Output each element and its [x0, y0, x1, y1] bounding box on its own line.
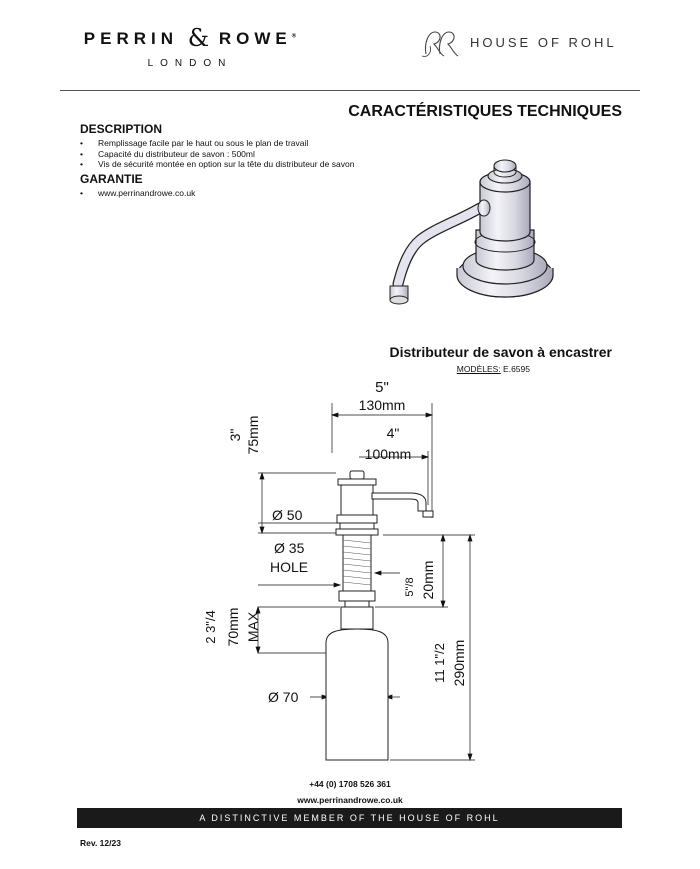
head-height-mm: 75mm [245, 416, 261, 455]
group-name: HOUSE OF ROHL [470, 35, 617, 50]
total-height-in: 11 1"/2 [432, 643, 447, 683]
brand-ampersand: & [187, 24, 210, 52]
list-item: Remplissage facile par le haut ou sous l… [80, 138, 420, 149]
models-label: MODÈLES: [456, 364, 501, 374]
collar-mm: 20mm [420, 561, 436, 600]
contact-phone: +44 (0) 1708 526 361 [309, 779, 391, 789]
collar-in: 5"/8 [404, 577, 416, 596]
head-diameter: Ø 50 [272, 507, 303, 523]
deck-max-mm: 70mm [225, 608, 241, 647]
head-height-in: 3" [227, 429, 243, 442]
description-title: DESCRIPTION [80, 122, 163, 136]
list-item: Vis de sécurité montée en option sur la … [80, 159, 420, 170]
brand-left: PERRIN [83, 29, 179, 48]
total-height-mm: 290mm [451, 640, 467, 687]
registered-mark: ® [291, 33, 297, 40]
models-line: MODÈLES: E.6595 [400, 364, 530, 374]
contact-website[interactable]: www.perrinandrowe.co.uk [297, 795, 403, 805]
header-divider [60, 90, 640, 91]
warranty-list: www.perrinandrowe.co.uk [80, 188, 420, 199]
deck-max-label: MAX [245, 611, 261, 642]
models-value: E.6595 [503, 364, 530, 374]
product-name: Distributeur de savon à encastrer [389, 344, 612, 360]
hole-label: HOLE [270, 559, 308, 575]
footer-tagline: A DISTINCTIVE MEMBER OF THE HOUSE OF ROH… [77, 808, 622, 828]
revision-label: Rev. 12/23 [80, 838, 121, 848]
overall-width-mm: 130mm [359, 397, 406, 413]
dimension-drawing: 5" 130mm 4" 100mm 3" 75mm Ø 50 Ø 35 HOLE… [203, 379, 475, 762]
rohl-monogram-icon [421, 31, 459, 57]
spout-reach-in: 4" [387, 425, 400, 441]
bottle-diameter: Ø 70 [268, 689, 299, 705]
spout-reach-mm: 100mm [365, 446, 412, 462]
description-list: Remplissage facile par le haut ou sous l… [80, 138, 420, 170]
hole-diameter: Ø 35 [274, 540, 305, 556]
soap-dispenser-illustration [389, 159, 554, 305]
brand-right: ROWE [218, 29, 292, 48]
list-item: Capacité du distributeur de savon : 500m… [80, 149, 420, 160]
warranty-title: GARANTIE [80, 172, 143, 186]
brand-wordmark: PERRIN & ROWE® [80, 24, 300, 52]
perrin-rowe-logo: PERRIN & ROWE® LONDON [80, 24, 300, 69]
list-item: www.perrinandrowe.co.uk [80, 188, 420, 199]
warranty-section: GARANTIE www.perrinandrowe.co.uk [80, 172, 420, 199]
deck-max-in: 2 3"/4 [203, 610, 218, 644]
house-of-rohl-logo: HOUSE OF ROHL [418, 26, 628, 60]
page-title: CARACTÉRISTIQUES TECHNIQUES [348, 103, 622, 120]
overall-width-in: 5" [375, 379, 389, 396]
brand-city: LONDON [147, 58, 233, 69]
description-section: DESCRIPTION Remplissage facile par le ha… [80, 122, 420, 170]
